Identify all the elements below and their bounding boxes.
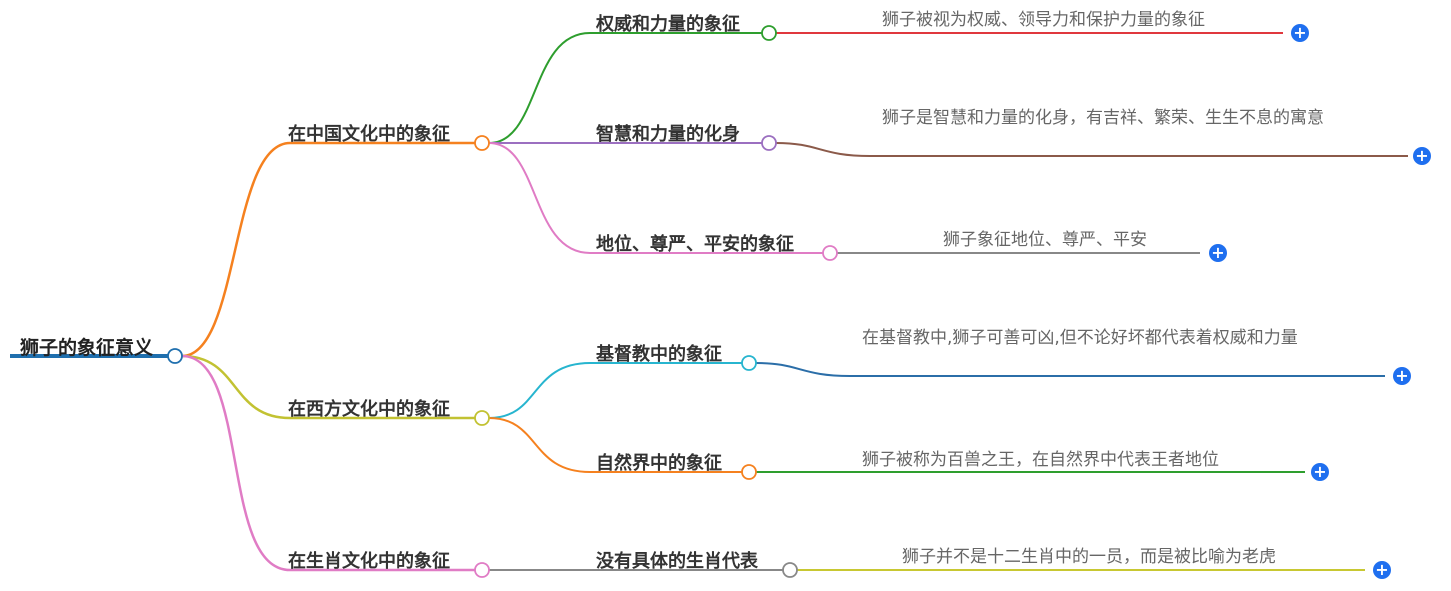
branch-west[interactable]: 在西方文化中的象征 [288, 399, 450, 420]
node-authority[interactable]: 权威和力量的象征 [596, 14, 740, 35]
node-no-zodiac[interactable]: 没有具体的生肖代表 [596, 551, 758, 572]
node-christianity[interactable]: 基督教中的象征 [596, 344, 722, 365]
leaf-status[interactable]: 狮子象征地位、尊严、平安 [943, 230, 1147, 250]
root-node[interactable]: 狮子的象征意义 [20, 337, 154, 359]
node-nature[interactable]: 自然界中的象征 [596, 453, 722, 474]
leaf-no-zodiac[interactable]: 狮子并不是十二生肖中的一员，而是被比喻为老虎 [902, 547, 1276, 567]
expand-plus-icon[interactable]: + [1393, 367, 1411, 385]
branch-china[interactable]: 在中国文化中的象征 [288, 124, 450, 145]
node-wisdom[interactable]: 智慧和力量的化身 [596, 124, 740, 145]
expand-plus-icon[interactable]: + [1311, 463, 1329, 481]
branch-zodiac[interactable]: 在生肖文化中的象征 [288, 551, 450, 572]
leaf-wisdom[interactable]: 狮子是智慧和力量的化身，有吉祥、繁荣、生生不息的寓意 [882, 108, 1324, 128]
expand-plus-icon[interactable]: + [1413, 147, 1431, 165]
leaf-christianity[interactable]: 在基督教中,狮子可善可凶,但不论好坏都代表着权威和力量 [862, 328, 1298, 348]
expand-plus-icon[interactable]: + [1291, 24, 1309, 42]
node-status[interactable]: 地位、尊严、平安的象征 [596, 234, 794, 255]
expand-plus-icon[interactable]: + [1373, 561, 1391, 579]
leaf-nature[interactable]: 狮子被称为百兽之王，在自然界中代表王者地位 [862, 450, 1219, 470]
expand-plus-icon[interactable]: + [1209, 244, 1227, 262]
leaf-authority[interactable]: 狮子被视为权威、领导力和保护力量的象征 [882, 10, 1205, 30]
